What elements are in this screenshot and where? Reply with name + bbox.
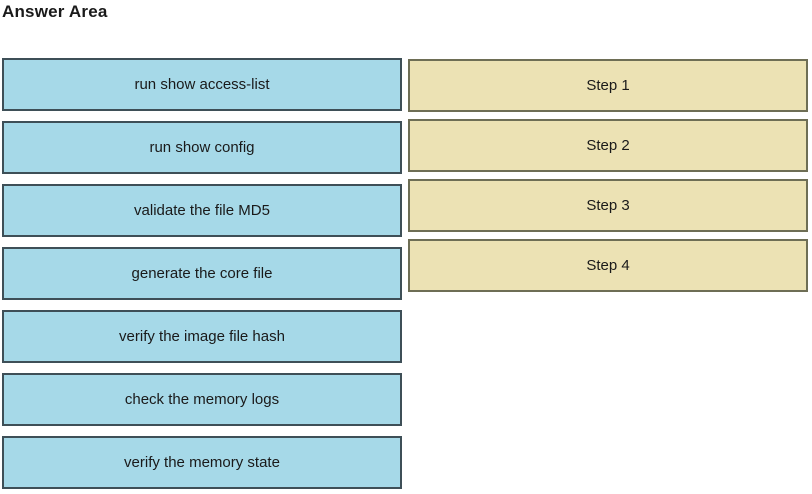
step-1-drop-slot[interactable]: Step 1 xyxy=(408,59,808,112)
option-verify-the-image-file-hash[interactable]: verify the image file hash xyxy=(2,310,402,363)
option-verify-the-memory-state[interactable]: verify the memory state xyxy=(2,436,402,489)
step-2-drop-slot[interactable]: Step 2 xyxy=(408,119,808,172)
option-label: verify the memory state xyxy=(124,454,280,471)
step-label: Step 1 xyxy=(586,77,630,94)
step-3-drop-slot[interactable]: Step 3 xyxy=(408,179,808,232)
step-4-drop-slot[interactable]: Step 4 xyxy=(408,239,808,292)
step-label: Step 2 xyxy=(586,137,630,154)
step-label: Step 3 xyxy=(586,197,630,214)
option-label: validate the file MD5 xyxy=(134,202,270,219)
option-run-show-config[interactable]: run show config xyxy=(2,121,402,174)
option-validate-the-file-md5[interactable]: validate the file MD5 xyxy=(2,184,402,237)
options-column: run show access-list run show config val… xyxy=(2,58,402,489)
option-generate-the-core-file[interactable]: generate the core file xyxy=(2,247,402,300)
page-title: Answer Area xyxy=(2,2,108,21)
option-label: check the memory logs xyxy=(124,391,280,408)
option-label: verify the image file hash xyxy=(119,328,285,345)
option-label: run show config xyxy=(149,139,255,156)
steps-column: Step 1 Step 2 Step 3 Step 4 xyxy=(408,59,808,292)
option-label: run show access-list xyxy=(134,76,270,93)
step-label: Step 4 xyxy=(586,257,630,274)
option-check-the-memory-logs[interactable]: check the memory logs xyxy=(2,373,402,426)
option-label: generate the core file xyxy=(131,265,273,282)
option-run-show-access-list[interactable]: run show access-list xyxy=(2,58,402,111)
